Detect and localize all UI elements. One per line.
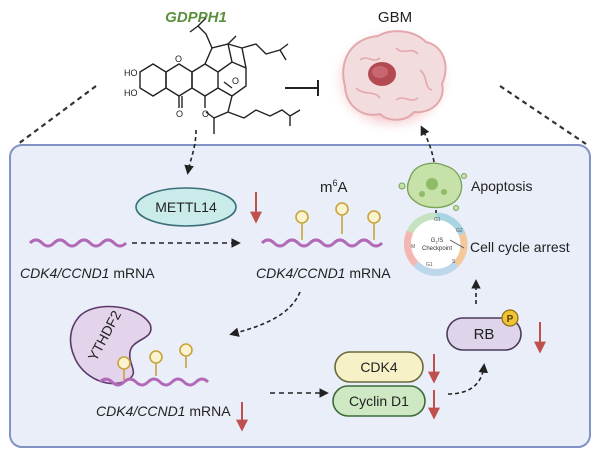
molecule-structure bbox=[139, 17, 301, 134]
apoptosis-label: Apoptosis bbox=[471, 178, 532, 194]
mrna-label-2: CDK4/CCND1 mRNA bbox=[256, 265, 391, 281]
phospho-label: P bbox=[507, 314, 514, 325]
arrow-to-gbm bbox=[420, 125, 435, 163]
phase-s: S bbox=[452, 259, 456, 265]
zoom-lines bbox=[17, 85, 587, 145]
checkpoint-line1: G1/S bbox=[431, 238, 444, 245]
atom-label-o-carbonyl-2: O bbox=[202, 109, 209, 119]
atom-label-ho-1: HO bbox=[124, 68, 138, 78]
mrna-unmodified bbox=[28, 238, 128, 248]
phase-g1-top: G1 bbox=[434, 217, 441, 223]
rb-node: RB P bbox=[446, 309, 522, 351]
atom-label-o-carbonyl-1: O bbox=[176, 109, 183, 119]
phospho-badge bbox=[501, 309, 519, 327]
atom-label-ho-2: HO bbox=[124, 88, 138, 98]
atom-label-o-bridge: O bbox=[232, 76, 239, 86]
gbm-label: GBM bbox=[378, 9, 412, 26]
mrna-bound bbox=[98, 343, 210, 387]
mrna-methylated bbox=[260, 202, 384, 248]
phase-g1-bottom: G1 bbox=[426, 262, 433, 268]
atom-label-o-ring: O bbox=[175, 54, 182, 64]
mrna-label-3: CDK4/CCND1 mRNA bbox=[96, 403, 231, 419]
arrow-to-ythdf2 bbox=[229, 291, 301, 337]
arrow-compound-to-mettl14 bbox=[184, 129, 197, 175]
phase-g2: G2 bbox=[456, 228, 463, 234]
m6a-label: m6A bbox=[320, 178, 348, 196]
checkpoint-line2: Checkpoint bbox=[422, 246, 452, 252]
ythdf2-node: YTHDF2 bbox=[69, 305, 152, 385]
cdk4-label: CDK4 bbox=[360, 359, 398, 375]
mettl14-node: METTL14 bbox=[135, 187, 237, 227]
cyclin-d1-label: Cyclin D1 bbox=[349, 393, 409, 409]
inhibition-icon bbox=[285, 80, 319, 96]
brain-icon bbox=[328, 24, 456, 136]
apoptosis-cell-icon bbox=[398, 162, 467, 211]
mrna-label-1: CDK4/CCND1 mRNA bbox=[20, 265, 155, 281]
cdk4-node: CDK4 bbox=[334, 351, 424, 383]
mettl14-label: METTL14 bbox=[155, 199, 217, 215]
rb-label: RB bbox=[474, 326, 495, 343]
cell-cycle-arrest-label: Cell cycle arrest bbox=[470, 239, 570, 255]
compound-name: GDPPH1 bbox=[165, 9, 227, 26]
phase-m: M bbox=[411, 244, 415, 250]
cell-cycle-wheel: G1/S Checkpoint G1 G2 M G1 S bbox=[403, 212, 468, 276]
cyclin-d1-node: Cyclin D1 bbox=[332, 385, 426, 417]
